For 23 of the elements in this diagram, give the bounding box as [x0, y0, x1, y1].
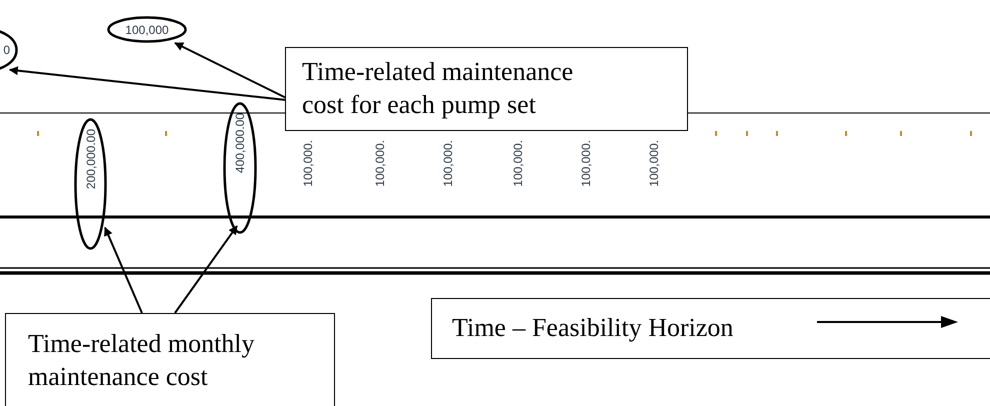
arrow: [174, 225, 238, 314]
value-text: 0: [3, 43, 10, 57]
value-text: 400,000.00: [233, 113, 247, 176]
callout-box: [431, 298, 990, 359]
value-text: 100,000: [125, 22, 169, 36]
value-label: 100,000.: [373, 140, 387, 189]
value-text: 200,000.00: [84, 129, 98, 192]
callout-text: Time – Feasibility Horizon: [452, 312, 734, 344]
arrow: [104, 226, 143, 314]
value-label: 100,000.: [647, 140, 661, 189]
value-ellipse: [107, 16, 187, 43]
value-ellipse: [223, 102, 257, 234]
callout-box: [285, 47, 688, 131]
value-label: 100,000.: [441, 140, 455, 189]
value-label: 100,000.: [511, 140, 525, 189]
arrow: [174, 42, 286, 98]
callout-text: Time-related monthly maintenance cost: [28, 328, 256, 393]
callout-box: [5, 313, 335, 406]
callout-text: Time-related maintenance cost for each pump set: [302, 56, 574, 121]
value-ellipse: [74, 118, 107, 250]
value-label: 100,000.: [579, 140, 593, 189]
value-label: 100,000.: [301, 140, 315, 189]
arrow: [8, 66, 286, 101]
